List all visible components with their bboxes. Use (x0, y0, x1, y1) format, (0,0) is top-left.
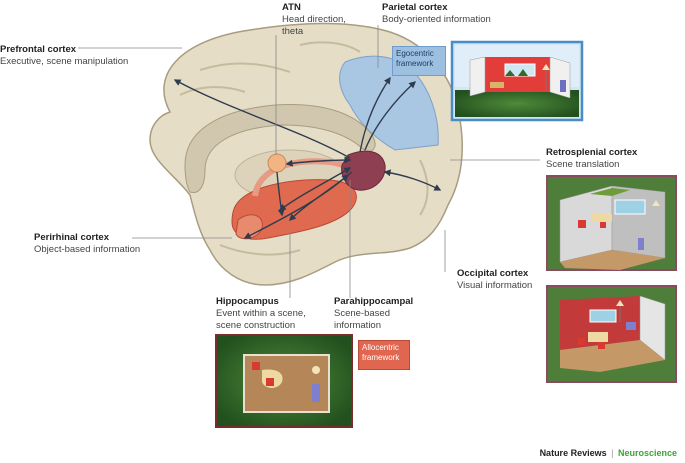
hippocampus-description: Event within a scene, scene construction (216, 308, 306, 331)
parahippocampal-label: Parahippocampal Scene-based information (334, 296, 424, 332)
egocentric-scene (450, 40, 584, 122)
parahippocampal-title: Parahippocampal (334, 296, 414, 307)
sulcus-line (219, 244, 301, 256)
parietal-label: Parietal cortex Body-oriented informatio… (382, 2, 522, 26)
occipital-title: Occipital cortex (457, 268, 529, 279)
parahippocampal-description: Scene-based information (334, 308, 390, 331)
allocentric-framework-tag: Allocentric framework (358, 340, 410, 370)
perirhinal-label: Perirhinal cortex Object-based informati… (34, 232, 164, 256)
egocentric-framework-tag: Egocentric framework (392, 46, 446, 76)
arrow-perirhinal (243, 174, 350, 239)
retrosplenial-scene-bottom (546, 285, 677, 383)
hippocampus-title: Hippocampus (216, 296, 279, 307)
hippocampus-label: Hippocampus Event within a scene, scene … (216, 296, 328, 332)
corpus-callosum (184, 104, 376, 194)
arrow-parietal (359, 76, 391, 153)
retrosplenial-label: Retrosplenial cortex Scene translation (546, 147, 676, 171)
journal-credit: Nature Reviews | Neuroscience (540, 448, 677, 458)
retrosplenial-description: Scene translation (546, 159, 620, 170)
parietal-description: Body-oriented information (382, 14, 491, 25)
arrow-atn-down (276, 171, 285, 217)
prefrontal-label: Prefrontal cortex Executive, scene manip… (0, 44, 140, 68)
sulcus-line (299, 41, 361, 53)
atn-region (267, 153, 287, 173)
atn-description: Head direction, theta (282, 14, 346, 37)
arrow-prefrontal (173, 79, 351, 159)
prefrontal-description: Executive, scene manipulation (0, 56, 129, 67)
atn-label: ATN Head direction, theta (282, 2, 362, 38)
perirhinal-description: Object-based information (34, 244, 141, 255)
retrosplenial-title: Retrosplenial cortex (546, 147, 638, 158)
atn-title: ATN (282, 2, 301, 13)
allocentric-scene (215, 334, 353, 428)
occipital-label: Occipital cortex Visual information (457, 268, 557, 292)
arrow-atn (285, 156, 352, 167)
arrow-parietal-2 (364, 81, 417, 151)
prefrontal-title: Prefrontal cortex (0, 44, 77, 55)
parietal-title: Parietal cortex (382, 2, 448, 13)
occipital-description: Visual information (457, 280, 533, 291)
sulcus-line (179, 86, 246, 96)
journal-subject: Neuroscience (617, 448, 677, 458)
perirhinal-title: Perirhinal cortex (34, 232, 109, 243)
sulcus-line (199, 62, 291, 73)
journal-name: Nature Reviews (539, 448, 607, 458)
credit-separator: | (611, 448, 614, 458)
arrow-occipital (383, 169, 442, 191)
retrosplenial-scene-top (546, 175, 677, 271)
